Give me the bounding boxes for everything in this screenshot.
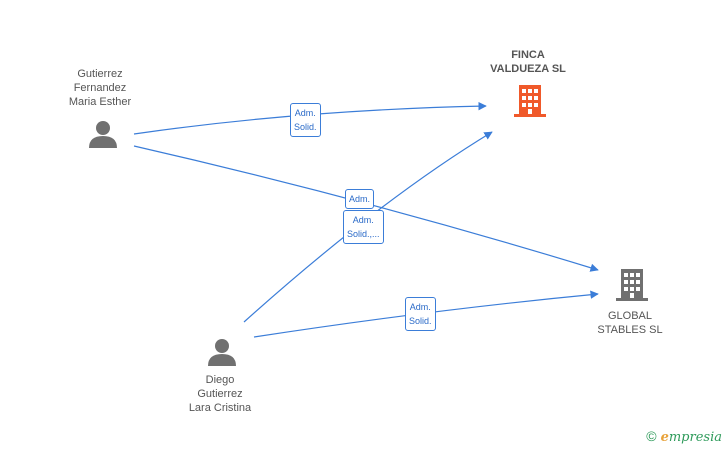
name-line: VALDUEZA SL (490, 63, 566, 75)
brand-logo-text: mpresia (668, 430, 722, 445)
edge-role-label[interactable]: Adm. Solid. (290, 103, 321, 137)
building-icon[interactable] (616, 269, 648, 301)
name-line: STABLES SL (597, 324, 663, 336)
brand-watermark: ©empresia (646, 428, 722, 445)
building-icon[interactable] (514, 85, 546, 117)
edge-role-label[interactable]: Adm. Solid.,... (343, 210, 384, 244)
name-line: Gutierrez (197, 388, 243, 400)
role-line: Adm. (409, 302, 431, 312)
role-line: Adm. (349, 194, 371, 204)
name-line: Gutierrez (77, 68, 123, 80)
copyright-symbol: © (646, 428, 657, 444)
name-line: Diego (205, 374, 235, 386)
role-line: Solid. (409, 316, 432, 326)
person-name-label[interactable]: Diego Gutierrez Lara Cristina (170, 373, 270, 415)
role-line: Adm. (294, 108, 316, 118)
person-icon[interactable] (208, 339, 236, 366)
role-line: Solid.,... (347, 229, 380, 239)
name-line: GLOBAL (607, 310, 653, 322)
brand-logo-e: e (660, 430, 669, 445)
person-name-label[interactable]: Gutierrez Fernandez Maria Esther (50, 67, 150, 109)
company-name-label[interactable]: FINCA VALDUEZA SL (470, 48, 586, 76)
edge-role-label[interactable]: Adm. Solid. (405, 297, 436, 331)
company-name-label[interactable]: GLOBAL STABLES SL (580, 309, 680, 337)
name-line: Lara Cristina (188, 402, 252, 414)
person-icon[interactable] (89, 121, 117, 148)
name-line: Maria Esther (68, 96, 132, 108)
name-line: FINCA (511, 49, 545, 61)
edge-role-label[interactable]: Adm. (345, 189, 375, 209)
name-line: Fernandez (73, 82, 127, 94)
role-line: Solid. (294, 122, 317, 132)
role-line: Adm. (352, 215, 374, 225)
